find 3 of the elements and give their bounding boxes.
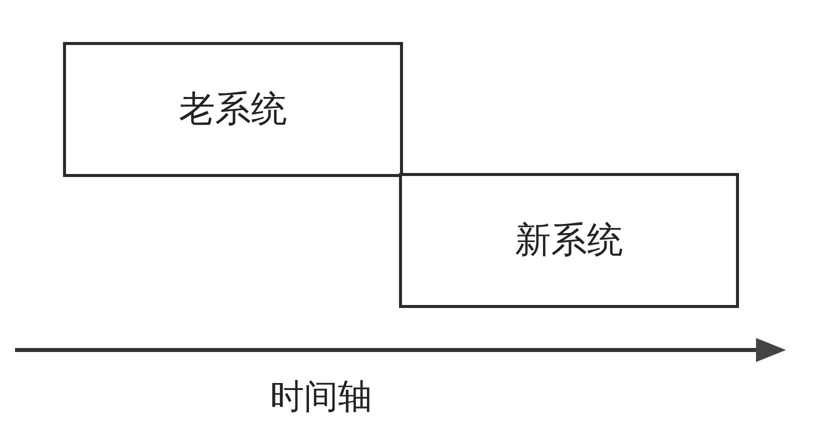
process-box: 新系统 [399, 173, 739, 308]
process-box: 老系统 [63, 42, 403, 177]
axis-label: 时间轴 [270, 376, 372, 419]
